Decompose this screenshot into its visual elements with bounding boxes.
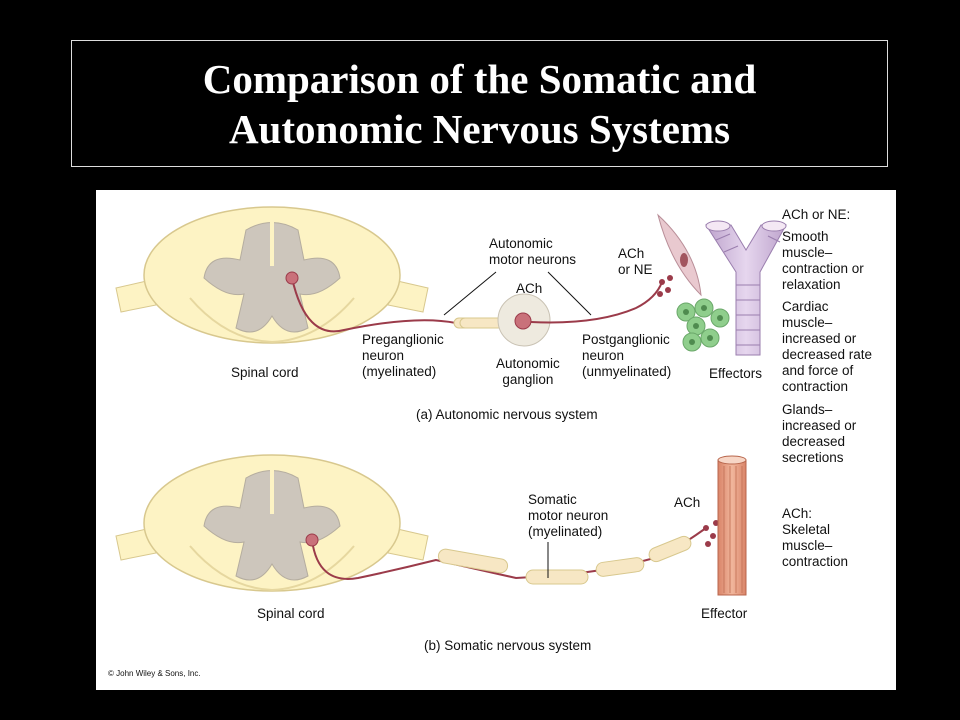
caption-somatic: (b) Somatic nervous system	[424, 638, 592, 653]
smooth-muscle-cell-drawing	[657, 213, 702, 297]
label-ach-or-ne: ACh or NE	[618, 246, 653, 277]
nervous-system-figure: Spinal cord Autonomic motor neurons ACh …	[96, 190, 896, 690]
spinal-cord-cross-section-a	[115, 206, 429, 344]
postganglionic-neuron-drawing	[530, 275, 673, 324]
label-smooth-muscle-effect: Smooth muscle– contraction or relaxation	[782, 229, 864, 292]
label-preganglionic-neuron: Preganglionic neuron (myelinated)	[362, 332, 444, 379]
label-effector: Effector	[701, 606, 748, 621]
somatic-motor-neuron-drawing	[305, 520, 719, 585]
label-spinal-cord-a: Spinal cord	[231, 365, 299, 380]
label-autonomic-motor-neurons: Autonomic motor neurons	[489, 236, 577, 267]
label-effectors: Effectors	[709, 366, 763, 381]
slide-title-line-1: Comparison of the Somatic and	[202, 55, 757, 102]
copyright-notice: © John Wiley & Sons, Inc.	[108, 669, 201, 678]
label-ach-somatic: ACh	[674, 495, 701, 510]
slide-title-line-2: Autonomic Nervous Systems	[228, 105, 731, 152]
label-cardiac-muscle-effect: Cardiac muscle– increased or decreased r…	[782, 299, 873, 394]
label-glands-effect: Glands– increased or decreased secretion…	[782, 402, 857, 465]
slide-title-box: Comparison of the Somatic and Autonomic …	[71, 40, 888, 167]
label-skeletal-muscle-effect: Skeletal muscle– contraction	[782, 522, 849, 569]
blood-vessel-drawing	[705, 220, 787, 356]
spinal-cord-cross-section-b	[115, 454, 429, 592]
skeletal-muscle-drawing	[717, 455, 747, 596]
label-postganglionic-neuron: Postganglionic neuron (unmyelinated)	[582, 332, 672, 379]
cardiac-gland-cells-drawing	[676, 298, 730, 352]
label-ach-ganglion: ACh	[516, 281, 543, 296]
label-somatic-motor-neuron: Somatic motor neuron (myelinated)	[528, 492, 609, 539]
autonomic-ganglion-drawing	[497, 293, 551, 347]
label-autonomic-ganglion: Autonomic ganglion	[496, 356, 560, 387]
figure-drawing	[115, 206, 787, 596]
label-ach-somatic-effects-heading: ACh:	[782, 506, 813, 521]
caption-autonomic: (a) Autonomic nervous system	[416, 407, 598, 422]
autonomic-leader-lines	[443, 271, 592, 316]
label-ach-or-ne-effects-heading: ACh or NE:	[782, 207, 851, 222]
preganglionic-neuron-drawing	[285, 271, 517, 333]
label-spinal-cord-b: Spinal cord	[257, 606, 325, 621]
